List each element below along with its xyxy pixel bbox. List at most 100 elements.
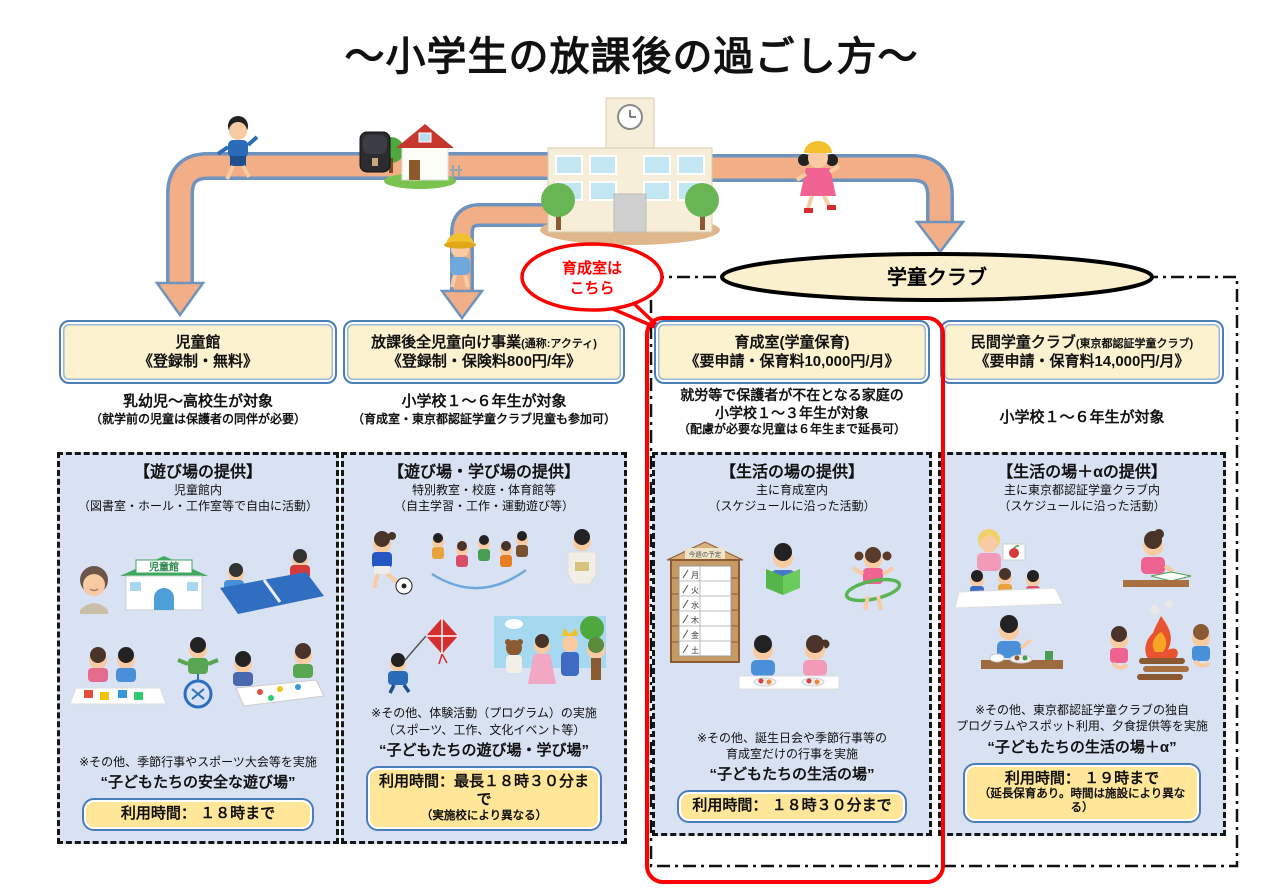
hula-hoop-girl-illustration xyxy=(844,547,902,611)
schedule-day: 水 xyxy=(691,600,699,610)
slogan: “子どもたちの生活の場” xyxy=(709,766,875,784)
jidokan-building-illustration: 児童館 xyxy=(120,556,208,611)
hours-main: 利用時間：最長１８時３０分まで xyxy=(378,772,589,809)
hours-main: 利用時間： １９時まで xyxy=(1004,769,1160,787)
hours-box-ikuseishitsu: 利用時間： １８時３０分まで xyxy=(676,790,908,823)
note-line: ※その他、誕生日会や季節行事等の xyxy=(696,730,888,745)
schedule-day: 金 xyxy=(691,630,699,640)
studying-girl-illustration xyxy=(1123,529,1192,588)
jidokan-art: 児童館 xyxy=(69,549,325,709)
box-title: 【生活の場＋αの提供】 xyxy=(997,464,1167,481)
hours-box-jidokan: 利用時間： １８時まで xyxy=(81,798,315,831)
soccer-girl-illustration xyxy=(372,530,413,595)
snack-time-illustration xyxy=(738,635,840,690)
running-boy-illustration xyxy=(216,116,259,180)
campfire-illustration xyxy=(1110,600,1211,681)
note-line: ※その他、体験活動（プログラム）の実施 xyxy=(371,706,597,721)
facility-fee: 《登録制・保険料800円/年》 xyxy=(386,353,582,370)
facility-name: 放課後全児童向け事業 xyxy=(371,333,522,351)
slogan: “子どもたちの生活の場＋α” xyxy=(987,738,1177,756)
note-line: 育成室だけの行事を実施 xyxy=(725,747,858,762)
table-tennis-illustration xyxy=(220,549,324,615)
facility-name: 民間学童クラブ xyxy=(970,333,1076,351)
hours-main: 利用時間： １８時まで xyxy=(120,805,276,823)
box-sub-line: （図書室・ホール・工作室等で自由に活動） xyxy=(77,499,318,514)
header-zenjido: 放課後全児童向け事業(通称:アクティ) 《登録制・保険料800円/年》 xyxy=(343,320,625,384)
jump-rope-illustration xyxy=(431,530,528,590)
bubble-text-line2: こちら xyxy=(569,280,614,297)
header-jidokan: 児童館 《登録制・無料》 xyxy=(59,320,337,384)
hours-sub: （実施校により異なる） xyxy=(420,810,548,823)
minkan-art xyxy=(954,529,1211,681)
content-box-ikuseishitsu: 【生活の場の提供】 主に育成室内 （スケジュールに沿った活動） 今週の予定 xyxy=(652,452,932,836)
note-line: プログラムやスポット利用、夕食提供等を実施 xyxy=(956,719,1208,734)
hours-box-minkan: 利用時間： １９時まで （延長保育あり。時間は施設により異なる） xyxy=(963,762,1201,823)
content-box-zenjido: 【遊び場・学び場の提供】 特別教室・校庭・体育館等 （自主学習・工作・運動遊び等… xyxy=(341,452,627,844)
column-zenjido: 放課後全児童向け事業(通称:アクティ) 《登録制・保険料800円/年》 小学校１… xyxy=(341,0,627,891)
schedule-board-illustration: 今週の予定 月 火 水 xyxy=(666,541,744,664)
content-box-minkan: 【生活の場＋αの提供】 主に東京都認証学童クラブ内 （スケジュールに沿った活動） xyxy=(938,452,1226,836)
box-sub-line: （スケジュールに沿った活動） xyxy=(998,499,1166,514)
column-jidokan: 児童館 《登録制・無料》 乳幼児～高校生が対象 （就学前の児童は保護者の同伴が必… xyxy=(57,0,339,891)
target-audience: 就労等で保護者が不在となる家庭の 小学校１～３年生が対象 （配慮が必要な児童は６… xyxy=(677,387,906,437)
schedule-day: 月 xyxy=(691,571,699,580)
reading-boy-illustration xyxy=(766,543,800,596)
board-game-illustration xyxy=(233,643,325,707)
ikuseishitsu-art: 今週の予定 月 火 水 xyxy=(666,541,902,690)
schedule-day: 木 xyxy=(691,615,699,625)
column-ikuseishitsu: 育成室(学童保育) 《要申請・保育料10,000円/月》 就労等で保護者が不在と… xyxy=(652,0,932,891)
schedule-day: 土 xyxy=(691,645,699,655)
facility-fee: 《登録制・無料》 xyxy=(137,353,258,370)
english-lesson-illustration xyxy=(954,529,1064,609)
box-sub-line: 特別教室・校庭・体育館等 xyxy=(411,483,556,498)
bubble-text-line1: 育成室は xyxy=(562,259,622,277)
facility-name-note: (通称:アクティ) xyxy=(521,337,597,350)
slogan: “子どもたちの遊び場・学び場” xyxy=(378,741,589,759)
facility-name: 育成室(学童保育) xyxy=(734,333,850,351)
note-line: （スポーツ、工作、文化イベント等） xyxy=(382,722,586,737)
schedule-day: 火 xyxy=(691,586,699,595)
gakudo-club-label: 学童クラブ xyxy=(887,265,987,289)
note-line: ※その他、季節行事やスポーツ大会等を実施 xyxy=(79,755,317,770)
hours-box-zenjido: 利用時間：最長１８時３０分まで （実施校により異なる） xyxy=(366,765,602,831)
ikuseishitsu-bubble: 育成室は こちら xyxy=(520,242,664,332)
zenjido-art xyxy=(372,528,606,694)
content-box-jidokan: 【遊び場の提供】 児童館内 （図書室・ホール・工作室等で自由に活動） xyxy=(57,452,339,844)
dinner-boy-illustration xyxy=(981,615,1063,670)
page-title: ～小学生の放課後の過ごし方～ xyxy=(344,35,919,79)
building-sign: 児童館 xyxy=(148,561,179,574)
hours-sub: （延長保育あり。時間は施設により異なる） xyxy=(978,788,1186,815)
arrow-to-zenjido xyxy=(439,203,560,321)
box-sub-line: 主に育成室内 xyxy=(755,483,828,498)
target-audience: 乳幼児～高校生が対象 （就学前の児童は保護者の同伴が必要） xyxy=(89,393,306,426)
kite-boy-illustration xyxy=(388,617,458,694)
box-title: 【遊び場の提供】 xyxy=(133,464,262,481)
box-title: 【生活の場の提供】 xyxy=(719,464,864,481)
target-audience: 小学校１～６年生が対象 （育成室・東京都認証学童クラブ児童も参加可） xyxy=(351,393,616,426)
header-ikuseishitsu: 育成室(学童保育) 《要申請・保育料10,000円/月》 xyxy=(654,320,930,384)
gakudo-club-oval: 学童クラブ xyxy=(720,252,1154,302)
running-girl-pink-illustration xyxy=(795,141,841,213)
facility-fee: 《要申請・保育料14,000円/月》 xyxy=(974,353,1190,370)
arrow-to-gakudo-club xyxy=(700,154,966,255)
box-sub-line: （スケジュールに沿った活動） xyxy=(708,499,876,514)
header-minkan: 民間学童クラブ(東京都認証学童クラブ) 《要申請・保育料14,000円/月》 xyxy=(940,320,1224,384)
arrow-to-jidokan xyxy=(154,152,560,318)
schedule-title: 今週の予定 xyxy=(689,550,722,559)
box-sub-line: （自主学習・工作・運動遊び等） xyxy=(393,499,574,514)
note-line: ※その他、東京都認証学童クラブの独自 xyxy=(974,703,1190,718)
hours-main: 利用時間： １８時３０分まで xyxy=(692,797,892,815)
facility-name: 児童館 xyxy=(175,333,221,351)
grandma-face-illustration xyxy=(80,566,108,615)
column-minkan-gakudo: 民間学童クラブ(東京都認証学童クラブ) 《要申請・保育料14,000円/月》 小… xyxy=(938,0,1226,891)
box-title: 【遊び場・学び場の提供】 xyxy=(387,464,580,481)
theater-kids-illustration xyxy=(494,615,606,684)
target-audience: 小学校１～６年生が対象 xyxy=(999,409,1165,426)
block-play-illustration xyxy=(69,647,167,705)
school-illustration xyxy=(540,97,720,245)
slogan: “子どもたちの安全な遊び場” xyxy=(100,774,296,792)
walking-girl-yellow-hat-illustration xyxy=(444,233,476,288)
facility-name-note: (東京都認証学童クラブ) xyxy=(1075,337,1194,350)
